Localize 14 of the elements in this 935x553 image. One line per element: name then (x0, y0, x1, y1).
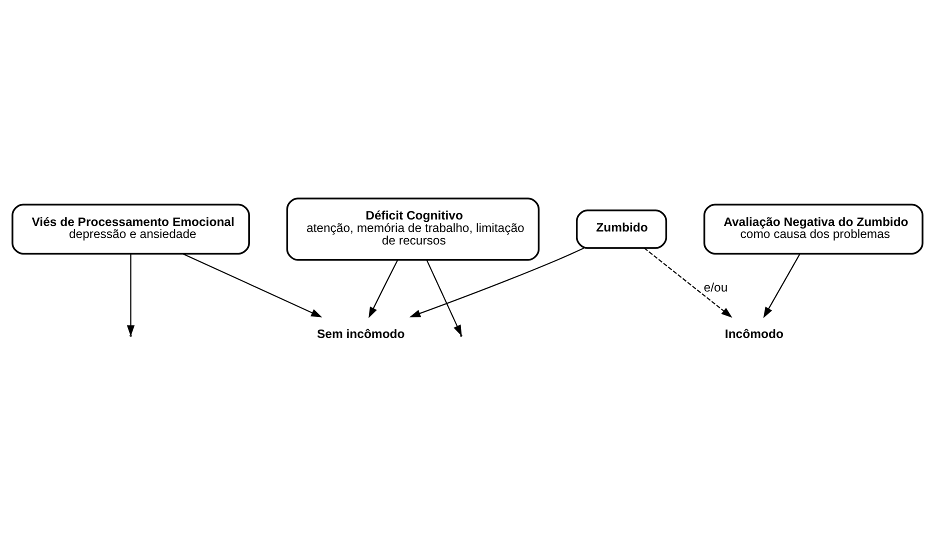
arrow (409, 248, 584, 318)
node-box: Déficit Cognitivo atenção, memória de trabalho, limitação de recursos (286, 198, 540, 261)
node-box: Avaliação Negativa do Zumbido como causa dos problemas (703, 204, 924, 255)
arrow (426, 260, 462, 336)
arrow (182, 253, 322, 318)
arrow (644, 248, 732, 318)
node-box: Viés de Processamento Emocional depressão e ansiedade (12, 204, 250, 255)
arrow (368, 260, 398, 318)
arrow (126, 254, 135, 336)
node-box: Zumbido (576, 209, 668, 249)
node-text: Sem incômodo (316, 327, 405, 342)
node-text: Incômodo (724, 327, 784, 342)
arrow (763, 254, 800, 318)
edge-label: e/ou (704, 280, 728, 295)
